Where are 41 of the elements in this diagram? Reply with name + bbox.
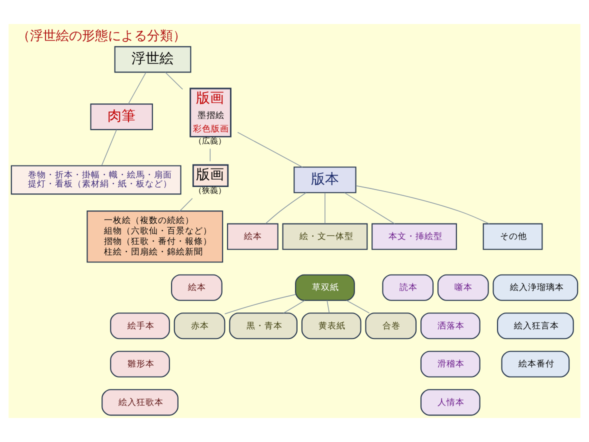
connector: [283, 300, 306, 314]
node-box: 絵本: [171, 274, 222, 301]
diagram-title: （浮世絵の形態による分類）: [16, 28, 186, 44]
connector: [164, 72, 184, 90]
connector: [237, 132, 303, 168]
node-box: 読本: [382, 274, 434, 301]
node-box: 一枚絵（複数の続絵） 組物（六歌仙・百景など） 摺物（狂歌・番付・報條） 柱絵・団扇絵・錦絵新聞: [86, 210, 224, 263]
node-box: 絵入浄瑠璃本: [492, 274, 578, 301]
node-box: 滑稽本: [420, 350, 480, 378]
node-box: 浮世絵: [114, 46, 192, 73]
connector: [265, 192, 306, 224]
connector: [210, 148, 211, 162]
node-box: 肉筆: [90, 104, 153, 130]
node-box: 本文・挿絵型: [372, 223, 457, 250]
connector: [101, 129, 117, 166]
node-box: 絵入狂歌本: [102, 389, 178, 416]
node-box: 雛形本: [110, 350, 170, 378]
connector: [128, 72, 146, 104]
node-box: 人情本: [420, 389, 480, 416]
connector: [324, 192, 326, 224]
connector: [346, 300, 370, 314]
node-box: 巻物・折本・掛幅・幟・絵馬・扇面提灯・看板（素材絹・紙・板など）: [10, 165, 182, 195]
connector: [356, 185, 490, 224]
connector: [179, 198, 193, 212]
node-box: 合巻: [365, 312, 417, 340]
connector: [326, 300, 330, 314]
node-box: 絵入狂言本: [497, 312, 574, 340]
node-box: 草双紙: [295, 274, 355, 301]
connector: [344, 192, 396, 224]
node-box: 黒・青本: [229, 312, 298, 340]
node-box: 絵本: [227, 223, 278, 250]
node-box: 版本: [294, 166, 356, 194]
node-box: 絵本番付: [501, 350, 570, 378]
node-box: 洒落本: [420, 312, 480, 340]
node-box: 赤本: [174, 312, 226, 340]
connector: [224, 294, 296, 314]
node-box: 黄表紙: [301, 312, 362, 340]
node-box: 噺本: [437, 274, 489, 301]
node-box: その他: [482, 223, 543, 250]
node-box: 絵・文一体型: [282, 223, 368, 250]
node-box: 絵手本: [110, 312, 170, 340]
